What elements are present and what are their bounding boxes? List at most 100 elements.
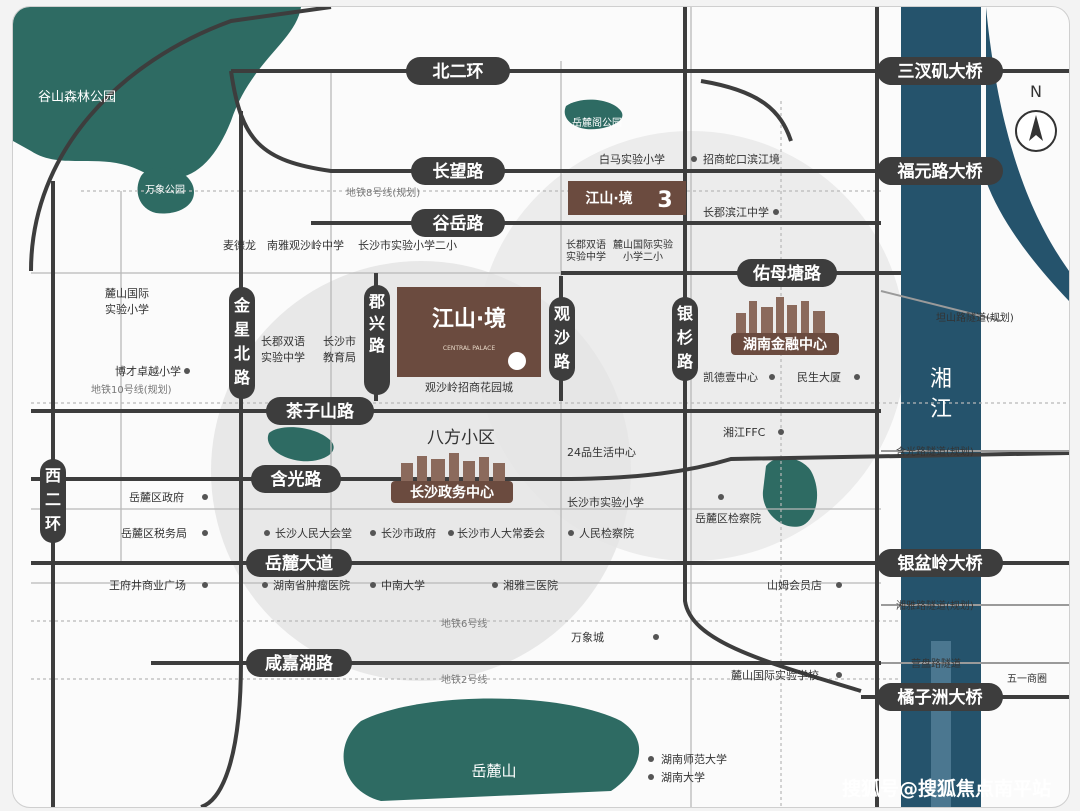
metro-label-8: 地铁8号线(规划) [346, 186, 420, 199]
poi-csu: 中南大学 [381, 578, 425, 592]
watermark: 搜狐号@搜狐焦点南平站 [842, 777, 1051, 800]
project-logo-text: 江山·境 [432, 306, 506, 332]
bridge-label-yinpenling: 银盆岭大桥 [898, 553, 984, 574]
road-label-changwang: 长望路 [433, 161, 485, 182]
road-label-bg [406, 57, 510, 85]
poi-wangfujing: 王府井商业广场 [109, 578, 186, 592]
park-label-yuelu-pavilion: 岳麓阁公园 [572, 116, 622, 129]
poi-binjiang: 招商蛇口滨江境 [703, 152, 780, 166]
road-label-jinxing-4: 路 [234, 368, 251, 387]
project-sub-logo: 江山·境 [585, 190, 632, 207]
poi-shanmu: 山姆会员店 [767, 578, 822, 592]
poi-yuelu-jianchayuan: 岳麓区检察院 [695, 511, 761, 525]
poi-lushan-intl-b: 实验小学 [105, 302, 149, 316]
river-label-1: 湘 [930, 367, 952, 392]
park-label-yuelu-mountain: 岳麓山 [471, 762, 516, 780]
park-label-wanxiang: 万象公园 [145, 184, 185, 196]
poi-cs-gov: 长沙市政府 [381, 526, 436, 540]
road-label-yinshan-1: 银 [677, 304, 694, 323]
road-label-youmutang: 佑母塘路 [752, 263, 822, 284]
poi-nanya: 南雅观沙岭中学 [267, 238, 344, 252]
gushan-forest-park [13, 7, 301, 179]
metro-label-10: 地铁10号线(规划) [91, 383, 172, 396]
road-label-west-ring-1: 西 [45, 466, 61, 485]
yuelu-pavilion-park [564, 99, 623, 130]
poi-shuangyu-b: 实验中学 [566, 250, 606, 263]
finance-center-box [731, 333, 839, 355]
tunnels [880, 290, 1069, 664]
poi-wanxiang-city: 万象城 [571, 631, 604, 644]
poi-people-hall: 长沙人民大会堂 [275, 526, 352, 540]
poi-lushan-intl-exp: 麓山国际实验学校 [731, 668, 819, 682]
poi-shiyan-erxiao: 长沙市实验小学二小 [358, 238, 457, 252]
poi-lushan-intl-a: 麓山国际 [105, 287, 149, 300]
road-label-junxing-1: 郡 [368, 292, 385, 311]
poi-minsheng: 民生大厦 [797, 370, 841, 384]
poi-renmin-jianchayuan: 人民检察院 [579, 526, 634, 540]
road-label-junxing-2: 兴 [369, 314, 385, 333]
poi-lushan-b: 小学二小 [623, 250, 663, 263]
poi-edu-a: 长沙市 [323, 334, 356, 348]
pond-park [267, 427, 334, 462]
location-pin-icon [508, 352, 526, 370]
poi-shuangyu-a: 长郡双语 [566, 239, 606, 251]
road-label-jinxing-1: 金 [233, 296, 251, 315]
tunnel-label-yingpan: 营盘路隧道 [911, 657, 961, 670]
map-canvas: 北二环 长望路 谷岳路 佑母塘路 茶子山路 含光路 岳麓大道 咸嘉湖路 三汊矶大… [13, 7, 1069, 807]
poi-cs-npc: 长沙市人大常委会 [457, 526, 545, 540]
district-bafang: 八方小区 [427, 428, 495, 448]
district-finance-center: 湖南金融中心 [743, 336, 827, 353]
project-sub-logo-num: 3 [657, 188, 672, 213]
poi-shuangyu-mid-a: 长郡双语 [261, 335, 305, 348]
road-label-guansha-1: 观 [554, 304, 570, 323]
poi-baima: 白马实验小学 [599, 152, 665, 166]
poi-lushan-a: 麓山国际实验 [613, 238, 673, 251]
bridge-label-fuyuan: 福元路大桥 [897, 161, 984, 182]
poi-labels: 白马实验小学 招商蛇口滨江境 长郡滨江中学 长郡双语 实验中学 麓山国际实验 小… [105, 152, 860, 784]
road-label-junxing-3: 路 [369, 336, 386, 355]
poi-edu-b: 教育局 [323, 350, 356, 364]
compass-label: N [1030, 82, 1042, 101]
road-label-guyue: 谷岳路 [433, 213, 485, 234]
road-label-yinshan-3: 路 [677, 352, 694, 371]
xiangjiang-river [901, 7, 981, 807]
poi-bocai: 博才卓越小学 [115, 364, 181, 378]
main-roads [29, 7, 1069, 807]
poi-tumor-hospital: 湖南省肿瘤医院 [273, 578, 350, 592]
bridge-label-sanhanji: 三汊矶大桥 [898, 61, 984, 82]
gov-center-box [391, 481, 513, 503]
project-logo-en: CENTRAL PALACE [443, 345, 495, 352]
road-label-west-ring-2: 二 [45, 490, 61, 509]
park-label-gushan: 谷山森林公园 [38, 90, 116, 105]
finance-center-skyline [736, 297, 825, 333]
road-label-west-ring-3: 环 [45, 514, 61, 533]
map-frame: 北二环 长望路 谷岳路 佑母塘路 茶子山路 含光路 岳麓大道 咸嘉湖路 三汊矶大… [12, 6, 1070, 808]
tunnel-label-tanshan: 坦山路隧道(规划) [936, 311, 1014, 324]
poi-life-center: 24品生活中心 [567, 445, 636, 459]
tunnel-label-hanguang: 含光路隧道(规划) [896, 445, 974, 458]
juzizhou-island [931, 641, 951, 807]
road-label-north-ring: 北二环 [433, 62, 484, 82]
district-gov-center: 长沙政务中心 [410, 484, 494, 501]
metro-label-2: 地铁2号线 [441, 673, 487, 686]
road-label-jinxing-3: 北 [234, 344, 250, 363]
metro-label-6: 地铁6号线 [441, 617, 487, 630]
road-label-yuelu-avenue: 岳麓大道 [265, 553, 333, 574]
poi-hunan-normal: 湖南师范大学 [661, 752, 727, 766]
road-label-xianjiahu: 咸嘉湖路 [265, 653, 334, 674]
poi-maidelong: 麦德龙 [223, 238, 256, 252]
road-labels: 北二环 长望路 谷岳路 佑母塘路 茶子山路 含光路 岳麓大道 咸嘉湖路 三汊矶大… [40, 57, 1003, 711]
road-label-chazishan: 茶子山路 [286, 401, 355, 422]
poi-yuelu-gov: 岳麓区政府 [129, 490, 184, 504]
tunnel-label-xiangya: 湘雅路隧道(规划) [896, 599, 974, 612]
road-label-hanguang: 含光路 [271, 469, 323, 490]
project-sales-center: 观沙岭招商花园城 [425, 380, 513, 394]
poi-hunan-univ: 湖南大学 [661, 770, 705, 784]
poi-kaide: 凯德壹中心 [703, 370, 758, 384]
bridge-label-juzizhou: 橘子洲大桥 [897, 687, 984, 708]
road-label-jinxing-2: 星 [234, 320, 250, 339]
poi-wuyi: 五一商圈 [1007, 672, 1047, 685]
poi-xiangya3: 湘雅三医院 [503, 578, 558, 592]
poi-changjun-binjiang: 长郡滨江中学 [703, 205, 769, 219]
yuelu-mountain [343, 698, 640, 801]
